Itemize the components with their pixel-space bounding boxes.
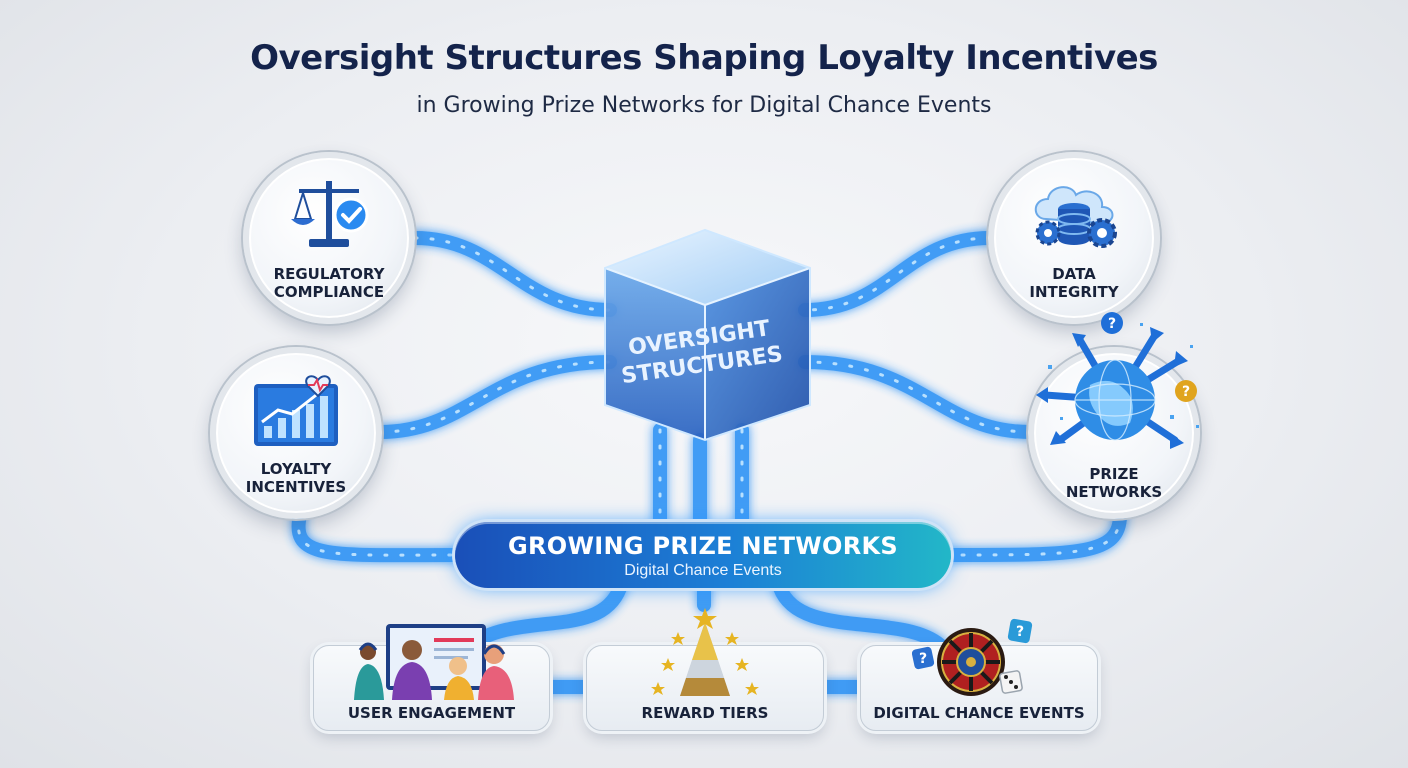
link-loyalty-banner xyxy=(291,508,462,563)
link-prize-hub xyxy=(798,355,1037,439)
banner-title: GROWING PRIZE NETWORKS xyxy=(508,532,898,560)
card-label: REWARD TIERS xyxy=(641,704,769,722)
oversight-cube: OVERSIGHT STRUCTURES xyxy=(604,228,811,442)
link-regulatory-hub xyxy=(408,231,617,317)
link-banner-engagement xyxy=(463,581,627,652)
link-data-hub xyxy=(798,231,997,317)
globe-network-arrows-icon: ? ? xyxy=(1036,312,1199,449)
link-banner-chance xyxy=(773,581,947,652)
link-loyalty-hub xyxy=(373,355,617,439)
link-prize-banner xyxy=(944,508,1127,562)
svg-text:?: ? xyxy=(1016,624,1024,640)
cloud-database-gear-icon xyxy=(1034,186,1117,248)
roulette-dice-icon: ? ? xyxy=(911,618,1033,696)
svg-text:?: ? xyxy=(1108,316,1116,332)
people-screen-icon xyxy=(354,624,514,700)
svg-text:?: ? xyxy=(1182,384,1190,400)
banner-subtitle: Digital Chance Events xyxy=(624,562,782,579)
card-label: DIGITAL CHANCE EVENTS xyxy=(873,704,1085,722)
page-title: Oversight Structures Shaping Loyalty Inc… xyxy=(250,38,1158,78)
growth-chart-heartbeat-icon xyxy=(254,375,338,446)
card-label: USER ENGAGEMENT xyxy=(347,704,516,722)
page-subtitle: in Growing Prize Networks for Digital Ch… xyxy=(416,93,992,118)
scales-check-icon xyxy=(291,181,369,247)
growing-prize-networks-banner: GROWING PRIZE NETWORKS Digital Chance Ev… xyxy=(455,522,951,588)
svg-text:?: ? xyxy=(919,651,927,667)
star-pyramid-icon xyxy=(651,608,759,696)
